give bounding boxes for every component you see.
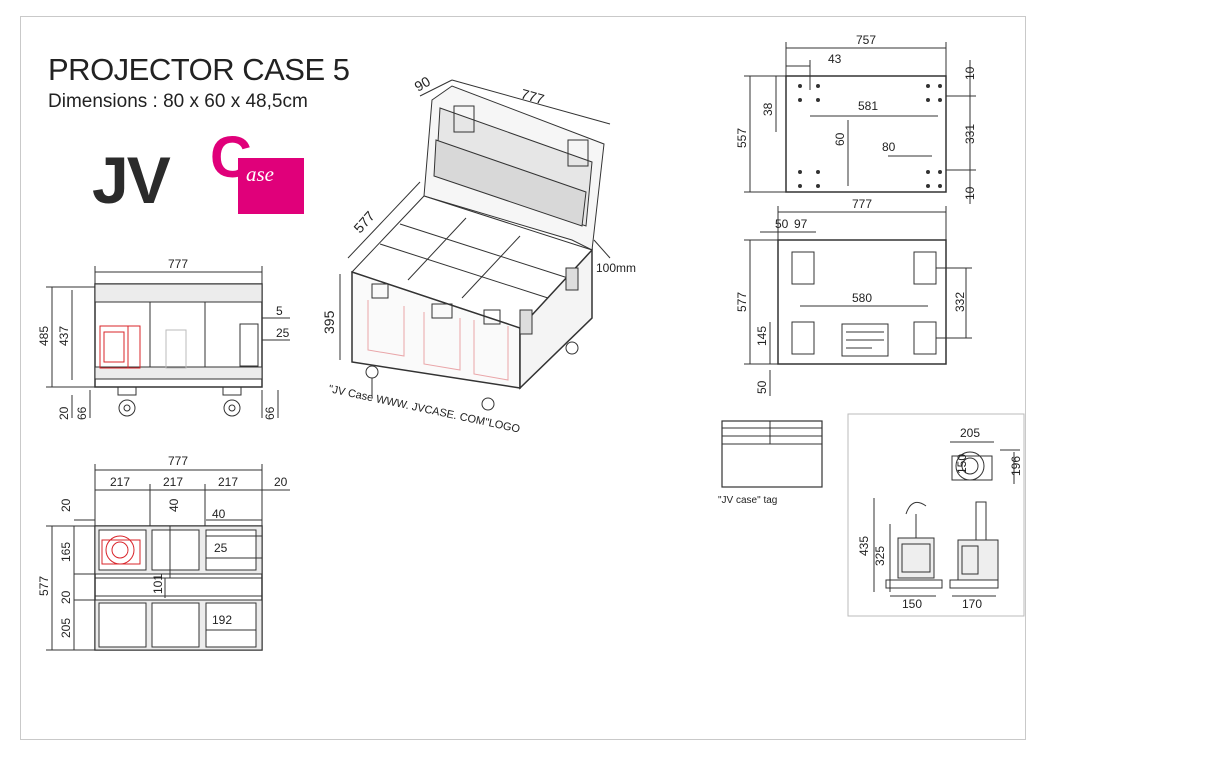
logo-ase-text: ase [246,162,274,186]
lid-h331-label: 331 [963,124,977,144]
logo-jv-text: JV [92,143,171,217]
front-gap-side-label: 25 [276,326,290,340]
front-height-box-label: 437 [57,326,71,346]
top-mid-label: 20 [59,590,73,604]
iso-lid-label: 90 [412,73,434,95]
iso-logo-note: "JV Case WWW. JVCASE. COM"LOGO [327,383,521,435]
lid-depth-label: 557 [735,128,749,148]
projector-panel [847,413,1025,617]
front-gap-top-label: 5 [276,304,283,318]
top-width-label: 777 [168,454,188,468]
logo-c-letter: C [210,125,252,190]
proj-b170-label: 170 [962,597,982,611]
bottom-inner580-label: 580 [852,291,872,305]
top-view [46,464,290,651]
top-depth-label: 577 [37,576,51,596]
drawing-sheet [20,16,1026,740]
logo-magenta-box [238,158,304,214]
iso-width-label: 777 [519,86,546,108]
lid-bot10-label: 10 [963,186,977,200]
front-wheel-right-label: 66 [263,406,277,420]
iso-depth-label: 577 [350,208,378,236]
bottom-plate-view [744,206,972,396]
top-inner-width-label: 192 [212,613,232,627]
page-title: PROJECTOR CASE 5 [48,52,350,87]
proj-h325-label: 325 [873,546,887,566]
lid-width-label: 757 [856,33,876,47]
bottom-width-label: 777 [852,197,872,211]
bottom-h145-label: 145 [755,326,769,346]
proj-h196-label: 196 [1009,456,1023,476]
bottom-depth-label: 577 [735,292,749,312]
jv-case-logo: JV C ase [92,125,306,218]
top-margin-label: 20 [59,498,73,512]
top-col3-label: 217 [218,475,238,489]
lid-inner-label: 581 [858,99,878,113]
bottom-bottom50-label: 50 [755,380,769,394]
top-col2-label: 217 [163,475,183,489]
lid-top10-label: 10 [963,66,977,80]
iso-foam-label: 100mm [596,261,636,275]
tag-caption: "JV case" tag [718,495,777,506]
top-side-label: 20 [274,475,288,489]
bottom-w97-label: 97 [794,217,808,231]
jv-case-tag [721,420,823,488]
page-subtitle: Dimensions : 80 x 60 x 48,5cm [48,91,308,112]
top-col1-label: 217 [110,475,130,489]
lid-w80-label: 80 [882,140,896,154]
top-divider-label: 101 [151,574,165,594]
lid-offset-y-label: 38 [761,102,775,116]
isometric-case-view [339,79,611,411]
front-bottom-label: 20 [57,406,71,420]
front-width-label: 777 [168,257,188,271]
lid-offset-x-label: 43 [828,52,842,66]
top-slot-label: 40 [167,498,181,512]
top-row2-label: 205 [59,618,73,638]
front-height-total-label: 485 [37,326,51,346]
bottom-h332-label: 332 [953,292,967,312]
bottom-left50-label: 50 [775,217,789,231]
lid-plate-view [744,42,976,204]
lid-h60-label: 60 [833,132,847,146]
front-view [46,266,290,418]
proj-h435-label: 435 [857,536,871,556]
front-wheel-label: 66 [75,406,89,420]
top-slot-small-label: 40 [212,507,226,521]
top-inner-gap-label: 25 [214,541,228,555]
proj-w205-label: 205 [960,426,980,440]
proj-h150-label: 150 [955,454,969,474]
proj-b150-label: 150 [902,597,922,611]
iso-height-label: 395 [321,310,337,334]
top-row1-label: 165 [59,542,73,562]
